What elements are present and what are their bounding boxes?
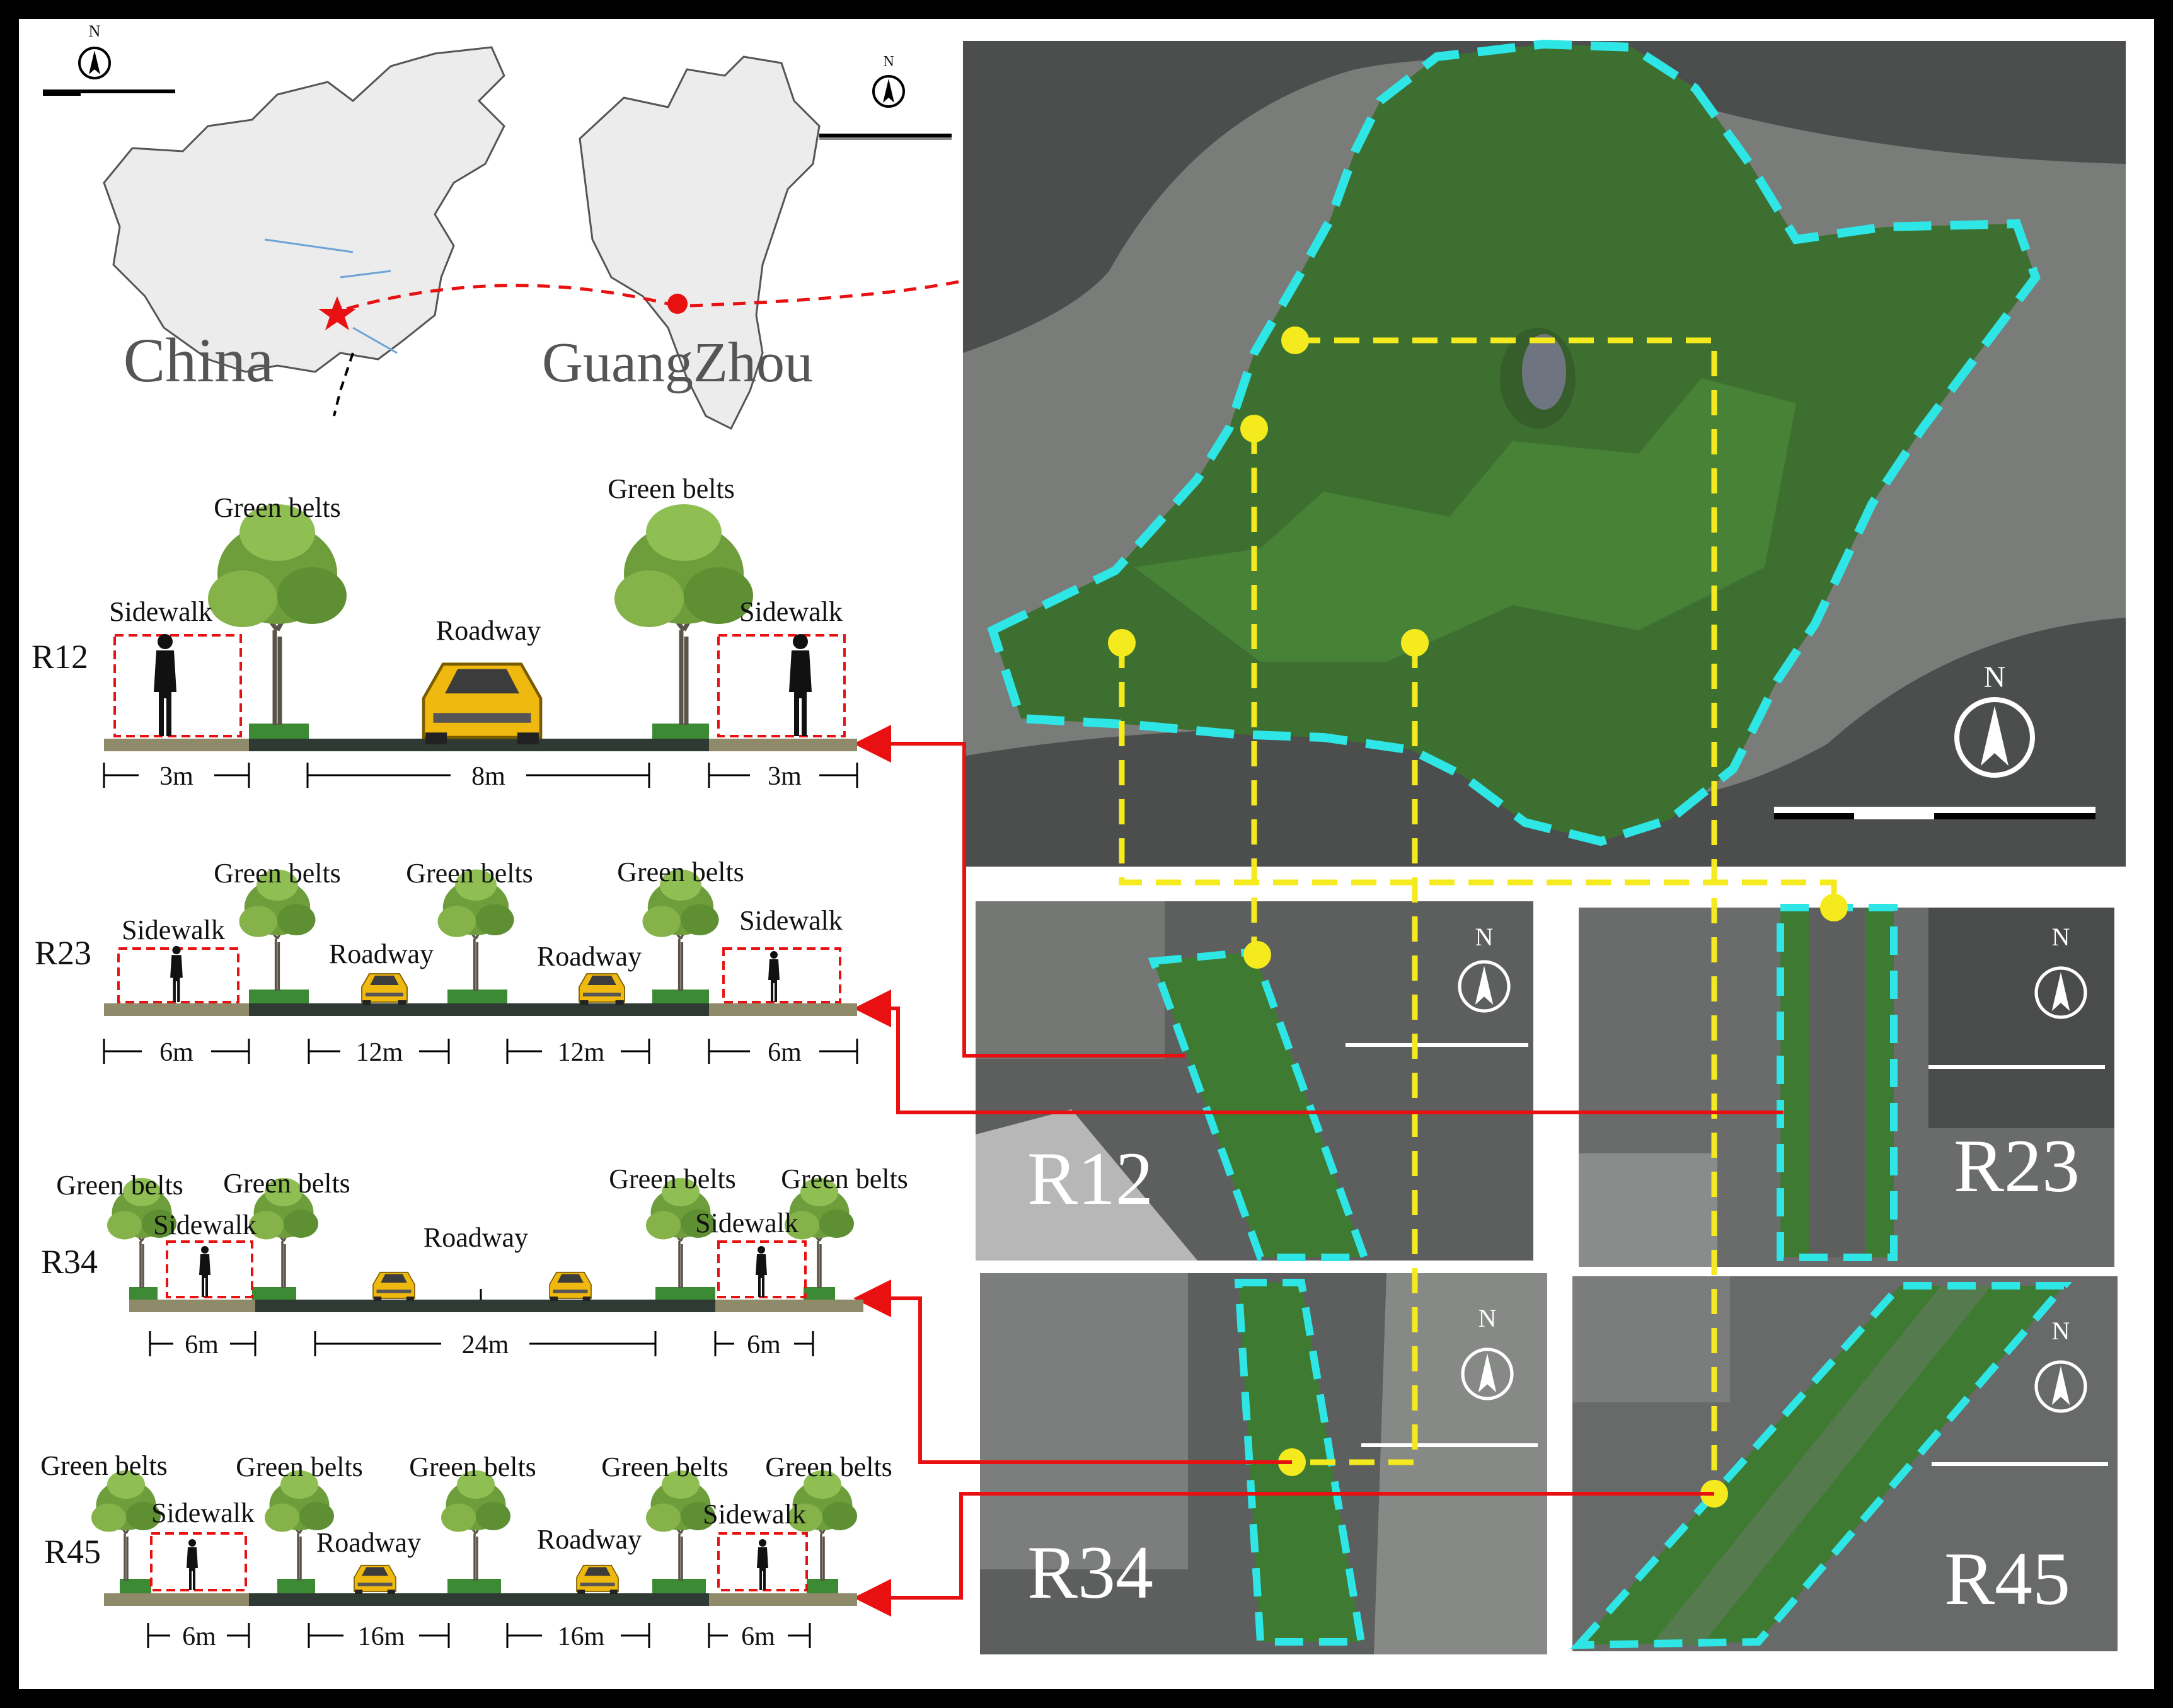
section-r45-sidewalk-right-label: Sidewalk xyxy=(703,1499,806,1530)
section-r12: R12 Green belts Green belts Sidewalk Sid… xyxy=(32,473,858,791)
section-r45-dim-1: 6m xyxy=(182,1622,216,1651)
route-lines xyxy=(1119,337,1837,1494)
section-r34-dim-1: 6m xyxy=(185,1330,219,1359)
photo-r23-north-letter: N xyxy=(2052,923,2070,951)
section-r23-sidewalk-right-label: Sidewalk xyxy=(739,905,843,936)
guangzhou-label: GuangZhou xyxy=(542,332,813,394)
section-r45-roadway-2-label: Roadway xyxy=(537,1524,642,1555)
section-r34-green-3-label: Green belts xyxy=(609,1163,736,1194)
section-r23-dim-3: 12m xyxy=(558,1038,605,1067)
section-r12-car-icon xyxy=(424,664,541,744)
photo-r45-scale-bar-icon xyxy=(1932,1462,2108,1466)
section-r34-dim-2: 24m xyxy=(462,1330,509,1359)
section-r23-roadway-1-label: Roadway xyxy=(329,938,434,969)
section-r23-dim-1: 6m xyxy=(159,1038,193,1067)
section-r34-sidewalk-left-label: Sidewalk xyxy=(153,1209,256,1240)
section-r23-dim-2: 12m xyxy=(356,1038,403,1067)
section-r12-green-right-label: Green belts xyxy=(608,473,735,504)
guangzhou-scale-bar-icon xyxy=(819,134,952,140)
china-outline-icon xyxy=(103,46,505,373)
route-points xyxy=(1108,326,1848,1508)
section-r12-dim-1: 3m xyxy=(159,762,193,791)
photo-r45-panel: R45 N xyxy=(1570,1276,2118,1651)
photo-r12-scale-bar-icon xyxy=(1346,1043,1528,1047)
section-r23-car-1-icon xyxy=(361,973,408,1006)
section-r45-green-2-label: Green belts xyxy=(236,1451,363,1482)
photo-r23-label: R23 xyxy=(1954,1124,2080,1208)
china-north-letter: N xyxy=(89,22,101,40)
section-r34: R34 Green belts Green belts Green belts … xyxy=(41,1163,908,1359)
section-r23-id: R23 xyxy=(35,934,91,972)
section-r23-roadway-2-label: Roadway xyxy=(537,941,642,972)
satellite-scale-bar-icon xyxy=(1774,807,2095,819)
section-r23-green-2-label: Green belts xyxy=(406,858,533,889)
section-r23-car-2-icon xyxy=(579,973,625,1006)
section-r45-id: R45 xyxy=(44,1533,101,1571)
section-r23-dim-4: 6m xyxy=(768,1038,802,1067)
photo-r12-label: R12 xyxy=(1027,1136,1153,1220)
photo-r45-north-letter: N xyxy=(2052,1317,2070,1345)
section-r45-car-2-icon xyxy=(576,1564,619,1595)
section-r23-green-3-label: Green belts xyxy=(617,857,744,887)
section-r23-sidewalk-left-label: Sidewalk xyxy=(122,915,225,945)
photo-r34-label: R34 xyxy=(1027,1530,1153,1614)
section-r45-roadway-1-label: Roadway xyxy=(316,1527,421,1558)
study-area-boundary xyxy=(987,39,2041,846)
section-r12-green-left-label: Green belts xyxy=(214,492,341,523)
photo-r23-panel: R23 N xyxy=(1579,904,2114,1267)
section-r34-green-4-label: Green belts xyxy=(781,1163,908,1194)
china-map-panel: N China xyxy=(43,22,505,417)
section-r34-dim-3: 6m xyxy=(747,1330,781,1359)
guangzhou-map-panel: N GuangZhou xyxy=(542,54,952,430)
section-r45-dim-3: 16m xyxy=(558,1622,605,1651)
section-r12-dim-3: 3m xyxy=(768,762,802,791)
section-r45-car-1-icon xyxy=(354,1564,396,1595)
china-to-guangzhou-connector xyxy=(346,284,669,311)
section-r34-id: R34 xyxy=(41,1243,98,1281)
satellite-main-panel: N xyxy=(963,39,2126,867)
photo-r23-scale-bar-icon xyxy=(1928,1065,2105,1069)
section-r45: R45 Green belts Green belts Green belts … xyxy=(40,1450,892,1651)
photo-r12-north-letter: N xyxy=(1475,923,1494,951)
section-r34-roadway-label: Roadway xyxy=(424,1222,528,1253)
section-r45-dim-4: 6m xyxy=(741,1622,775,1651)
section-r12-sidewalk-right-label: Sidewalk xyxy=(739,596,843,627)
guangzhou-location-dot-icon xyxy=(667,294,688,314)
section-r34-sidewalk-right-label: Sidewalk xyxy=(695,1208,798,1238)
section-r23-green-1-label: Green belts xyxy=(214,858,341,889)
section-r45-dim-2: 16m xyxy=(358,1622,405,1651)
section-r45-green-3-label: Green belts xyxy=(409,1451,536,1482)
china-star-icon xyxy=(318,296,356,330)
guangzhou-north-letter: N xyxy=(883,54,894,70)
section-r45-sidewalk-left-label: Sidewalk xyxy=(151,1497,255,1528)
china-scale-bar-icon xyxy=(43,89,175,96)
photo-r34-scale-bar-icon xyxy=(1361,1443,1538,1447)
section-r34-green-2-label: Green belts xyxy=(223,1168,350,1199)
section-r34-car-2-icon xyxy=(549,1271,592,1301)
photo-r45-label: R45 xyxy=(1944,1537,2070,1620)
section-link-arrows xyxy=(853,725,1784,1617)
section-r45-green-5-label: Green belts xyxy=(765,1451,892,1482)
section-r23: R23 Green belts Green belts Green belts … xyxy=(35,857,858,1067)
photo-r34-north-letter: N xyxy=(1478,1304,1497,1332)
section-r45-green-1-label: Green belts xyxy=(40,1450,168,1481)
guangzhou-outline-icon xyxy=(579,55,821,430)
section-r12-sidewalk-left-label: Sidewalk xyxy=(109,596,212,627)
china-label: China xyxy=(124,325,274,395)
section-r12-id: R12 xyxy=(32,638,88,676)
section-r45-green-4-label: Green belts xyxy=(601,1451,729,1482)
satellite-north-letter: N xyxy=(1984,661,2006,694)
section-r12-dim-2: 8m xyxy=(471,762,505,791)
section-r34-green-1-label: Green belts xyxy=(56,1170,183,1201)
section-r12-roadway-label: Roadway xyxy=(436,615,541,646)
section-r34-car-1-icon xyxy=(372,1271,415,1301)
